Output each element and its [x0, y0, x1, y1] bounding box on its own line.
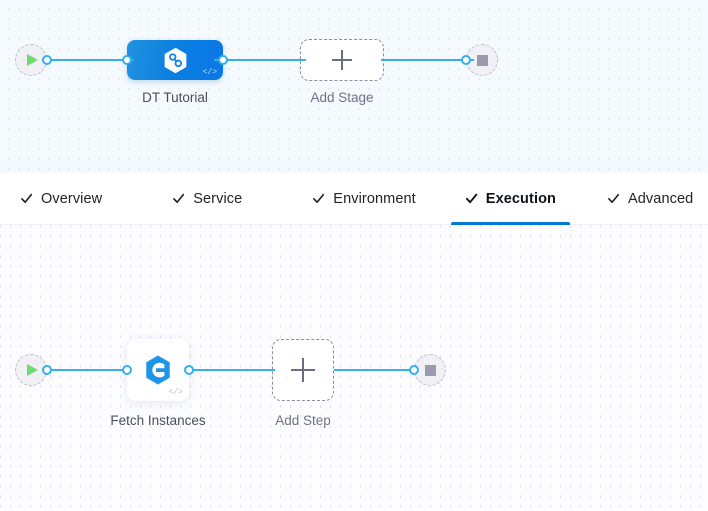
- stop-icon: [476, 54, 488, 66]
- step-link-step-to-add: [190, 369, 275, 372]
- tab-label: Service: [193, 190, 243, 207]
- play-icon: [27, 54, 38, 66]
- stage-link-add-to-end: [381, 59, 474, 62]
- tab-label: Execution: [485, 190, 556, 207]
- harness-hexagon-icon: [164, 47, 186, 73]
- tab-overview[interactable]: Overview: [16, 173, 106, 225]
- tab-environment[interactable]: Environment: [308, 173, 420, 225]
- stage-node-left-connector-dot[interactable]: [122, 55, 132, 65]
- start-node-connector-dot[interactable]: [42, 55, 52, 65]
- tab-label: Environment: [333, 190, 416, 207]
- tab-label: Advanced: [628, 190, 694, 207]
- step-node-left-connector-dot[interactable]: [122, 365, 132, 375]
- code-brackets-icon: </>: [202, 68, 217, 77]
- execution-end-node[interactable]: [409, 354, 446, 386]
- add-step-button[interactable]: [272, 339, 334, 401]
- stage-config-tabs[interactable]: Overview Service Environment Execution A…: [0, 173, 708, 225]
- code-brackets-icon: </>: [168, 388, 183, 397]
- add-step-label: Add Step: [275, 413, 331, 428]
- check-icon: [465, 193, 478, 204]
- check-icon: [173, 193, 185, 204]
- tab-advanced[interactable]: Advanced: [603, 173, 697, 225]
- end-node-connector-dot[interactable]: [461, 55, 471, 65]
- execution-start-node[interactable]: [15, 354, 52, 386]
- add-step-node[interactable]: [272, 339, 334, 401]
- stage-node-body[interactable]: </>: [127, 40, 223, 80]
- stage-node-label: DT Tutorial: [142, 90, 208, 105]
- canvas-grid-pattern: [0, 225, 708, 511]
- pipeline-end-node[interactable]: [461, 44, 498, 76]
- stage-link-stage-to-add: [214, 59, 306, 62]
- stage-node-right-connector-dot[interactable]: [218, 55, 228, 65]
- check-icon: [313, 193, 325, 204]
- plus-icon: [291, 358, 315, 382]
- plus-icon: [332, 50, 352, 70]
- step-node-fetch-instances[interactable]: </>: [122, 339, 194, 401]
- check-icon: [21, 193, 33, 204]
- add-stage-node[interactable]: [300, 39, 384, 81]
- tab-label: Overview: [41, 190, 103, 207]
- add-stage-button[interactable]: [300, 39, 384, 81]
- end-node-connector-dot[interactable]: [409, 365, 419, 375]
- step-link-start-to-step: [44, 369, 130, 372]
- start-node-circle[interactable]: [15, 44, 47, 76]
- step-node-body[interactable]: </>: [127, 339, 189, 401]
- stage-node-dt-tutorial[interactable]: </>: [122, 40, 228, 80]
- stop-icon: [424, 364, 436, 376]
- step-link-add-to-end: [334, 369, 416, 372]
- play-icon: [27, 364, 38, 376]
- stage-graph-canvas[interactable]: </> DT Tutorial Add Stage: [0, 0, 708, 173]
- check-icon: [608, 193, 620, 204]
- start-node-connector-dot[interactable]: [42, 365, 52, 375]
- execution-graph-canvas[interactable]: </> Fetch Instances Add Step: [0, 225, 708, 511]
- elastigroup-e-icon: [146, 355, 170, 385]
- step-node-right-connector-dot[interactable]: [184, 365, 194, 375]
- add-stage-label: Add Stage: [310, 90, 374, 105]
- start-node-circle[interactable]: [15, 354, 47, 386]
- tab-execution[interactable]: Execution: [450, 173, 571, 225]
- pipeline-start-node[interactable]: [15, 44, 52, 76]
- tab-service[interactable]: Service: [168, 173, 246, 225]
- step-node-label: Fetch Instances: [110, 413, 206, 428]
- stage-link-start-to-stage: [44, 59, 134, 62]
